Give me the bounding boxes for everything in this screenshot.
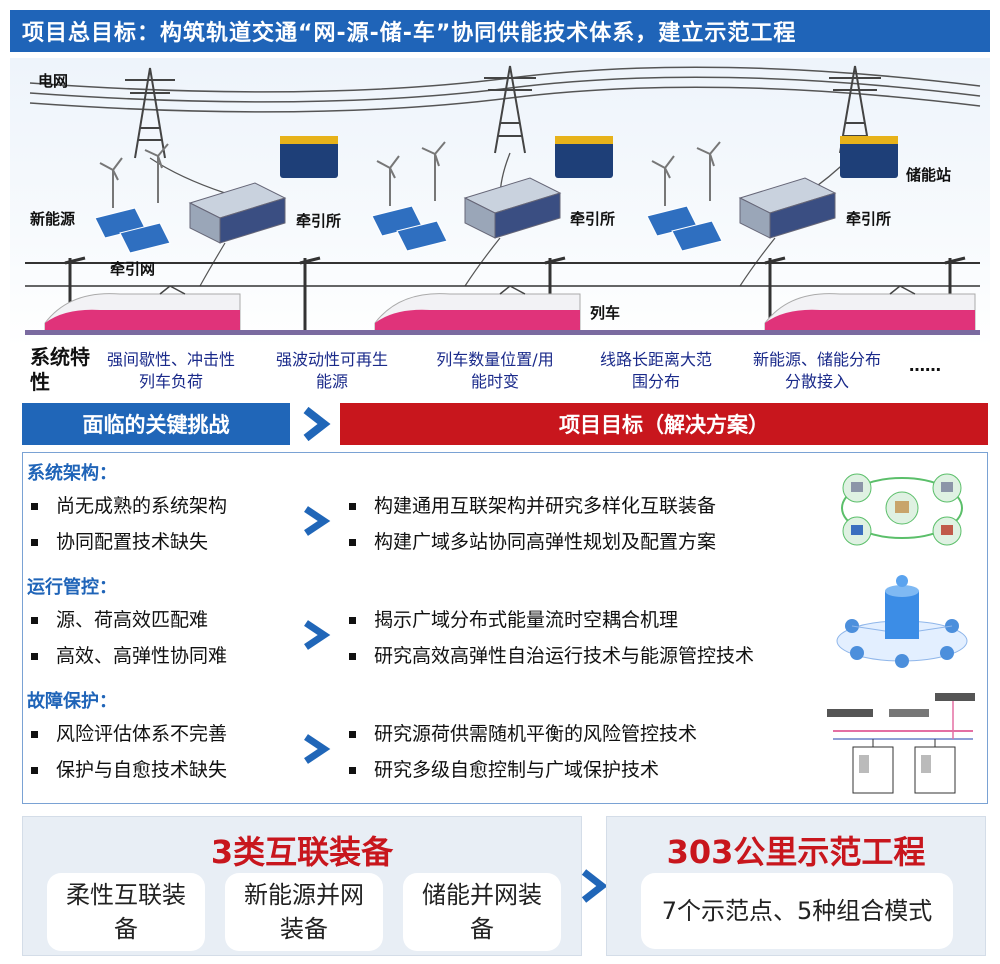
challenge-solution-panel: 系统架构： 尚无成熟的系统架构 协同配置技术缺失 构建通用互联架构并研究多样化互… [22,452,988,804]
page-title: 项目总目标：构筑轨道交通“网-源-储-车”协同供能技术体系，建立示范工程 [10,10,990,52]
feature-more: …… [909,356,941,375]
label-substation-1: 牵引所 [296,212,342,230]
section-title-architecture: 系统架构： [27,463,117,484]
data-center-icon [836,575,968,668]
chevron-right-icon [304,734,331,764]
solution-item: 构建通用互联架构并研究多样化互联装备 [349,491,716,518]
chevron-right-icon [304,620,331,650]
network-diagram-icon [841,473,963,546]
equipment-item: 储能并网装备 [403,873,561,951]
label-substation-3: 牵引所 [846,210,892,228]
label-train: 列车 [590,304,621,322]
feature-item: 新能源、储能分布分散接入 [752,350,881,391]
demo-title: 303公里示范工程 [666,833,926,871]
demo-project-outcome-box: 303公里示范工程 7个示范点、5种组合模式 [606,816,986,956]
challenge-item: 风险评估体系不完善 [31,719,227,746]
equipment-item: 新能源并网装备 [225,873,383,951]
train-icon [44,293,976,331]
feature-item: 线路长距离大范围分布 [599,350,712,391]
feature-item: 强波动性可再生能源 [275,350,388,391]
label-grid: 电网 [38,72,69,90]
system-features: 系统特性 强间歇性、冲击性列车负荷 强波动性可再生能源 列车数量位置/用能时变 … [10,345,990,397]
solution-item: 研究高效高弹性自治运行技术与能源管控技术 [349,641,754,668]
chevron-right-icon [303,406,331,442]
solution-item: 揭示广域分布式能量流时空耦合机理 [349,605,678,632]
feature-item: 强间歇性、冲击性列车负荷 [106,350,235,391]
system-illustration: 电网 新能源 牵引所 牵引所 牵引所 储能站 牵引网 列车 [10,58,990,348]
label-traction-network: 牵引网 [110,260,156,278]
solutions-header: 项目目标（解决方案） [340,403,988,445]
challenge-item: 高效、高弹性协同难 [31,641,227,668]
equipment-item: 柔性互联装备 [47,873,205,951]
section-title-operation: 运行管控： [27,577,117,598]
wind-turbine-icon [99,141,721,208]
solution-item: 研究源荷供需随机平衡的风险管控技术 [349,719,697,746]
demo-detail: 7个示范点、5种组合模式 [641,873,953,949]
challenge-item: 尚无成熟的系统架构 [31,491,227,518]
challenge-item: 协同配置技术缺失 [31,527,208,554]
solar-panel-icon [94,205,723,254]
protection-device-icon [827,693,975,794]
label-storage-station: 储能站 [906,166,952,184]
solution-item: 研究多级自愈控制与广域保护技术 [349,755,659,782]
scene-graphics [25,65,981,335]
chevron-right-icon [581,869,608,903]
section-title-protection: 故障保护： [27,691,117,712]
chevron-right-icon [304,506,331,536]
challenge-item: 保护与自愈技术缺失 [31,755,227,782]
label-new-energy: 新能源 [30,210,76,228]
challenges-header: 面临的关键挑战 [22,403,290,445]
challenge-item: 源、荷高效匹配难 [31,605,208,632]
solution-item: 构建广域多站协同高弹性规划及配置方案 [349,527,716,554]
equipment-title: 3类互联装备 [210,833,394,871]
equipment-outcome-box: 3类互联装备 柔性互联装备 新能源并网装备 储能并网装备 [22,816,582,956]
substation-icon [188,177,837,244]
feature-item: 列车数量位置/用能时变 [436,350,554,391]
features-heading: 系统特性 [30,345,90,394]
label-substation-2: 牵引所 [570,210,616,228]
pylon-icon [125,65,881,159]
battery-icon [280,136,898,178]
